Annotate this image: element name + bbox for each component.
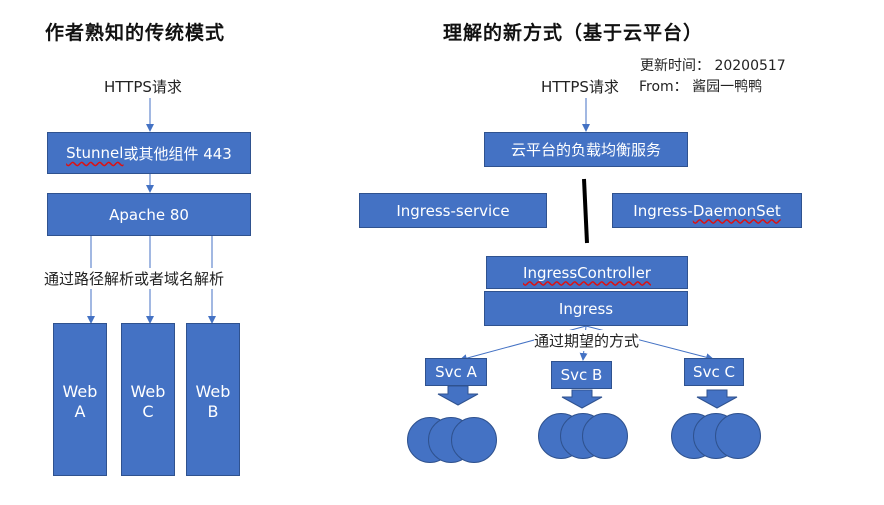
ingress-daemonset-box: Ingress-DaemonSet xyxy=(612,193,802,228)
web-a-box: Web A xyxy=(53,323,107,476)
down-arrow-svc-c xyxy=(696,389,738,409)
expected-way-label: 通过期望的方式 xyxy=(534,330,640,351)
web-b-line1: Web xyxy=(195,382,231,401)
pod-circle xyxy=(451,417,497,463)
stunnel-suffix: 或其他组件 443 xyxy=(123,144,232,163)
svc-a-box: Svc A xyxy=(425,358,487,386)
svc-b-box: Svc B xyxy=(551,361,612,389)
ingress-service-box: Ingress-service xyxy=(359,193,547,228)
left-title: 作者熟知的传统模式 xyxy=(45,22,226,44)
web-c-line1: Web xyxy=(130,382,166,401)
stunnel-name: Stunnel xyxy=(66,144,124,162)
routing-label: 通过路径解析或者域名解析 xyxy=(44,268,225,289)
ingress-daemonset-suffix: DaemonSet xyxy=(692,201,781,220)
svc-c-box: Svc C xyxy=(684,358,744,386)
web-a-line1: Web xyxy=(62,382,98,401)
web-a-line2: A xyxy=(74,402,86,421)
ingress-controller-label: IngressController xyxy=(523,263,651,282)
web-b-line2: B xyxy=(207,402,219,421)
right-https-label: HTTPS请求 xyxy=(541,78,619,96)
down-arrow-svc-b xyxy=(561,389,603,409)
ingress-box: Ingress xyxy=(484,291,688,326)
update-time: 更新时间： 20200517 xyxy=(640,58,786,74)
pod-circle xyxy=(715,413,761,459)
web-c-box: Web C xyxy=(121,323,175,476)
separator-black-bar xyxy=(582,178,589,244)
author-from: From： 酱园一鸭鸭 xyxy=(639,79,763,95)
down-arrow-svc-a xyxy=(437,385,479,406)
ingress-controller-box: IngressController xyxy=(486,256,688,289)
web-b-box: Web B xyxy=(186,323,240,476)
load-balancer-box: 云平台的负载均衡服务 xyxy=(484,132,688,167)
web-c-line2: C xyxy=(142,402,154,421)
ingress-daemonset-prefix: Ingress- xyxy=(633,201,693,220)
pod-circle xyxy=(582,413,628,459)
right-title: 理解的新方式（基于云平台） xyxy=(443,22,704,44)
apache-box: Apache 80 xyxy=(47,193,251,236)
left-https-label: HTTPS请求 xyxy=(104,78,182,96)
